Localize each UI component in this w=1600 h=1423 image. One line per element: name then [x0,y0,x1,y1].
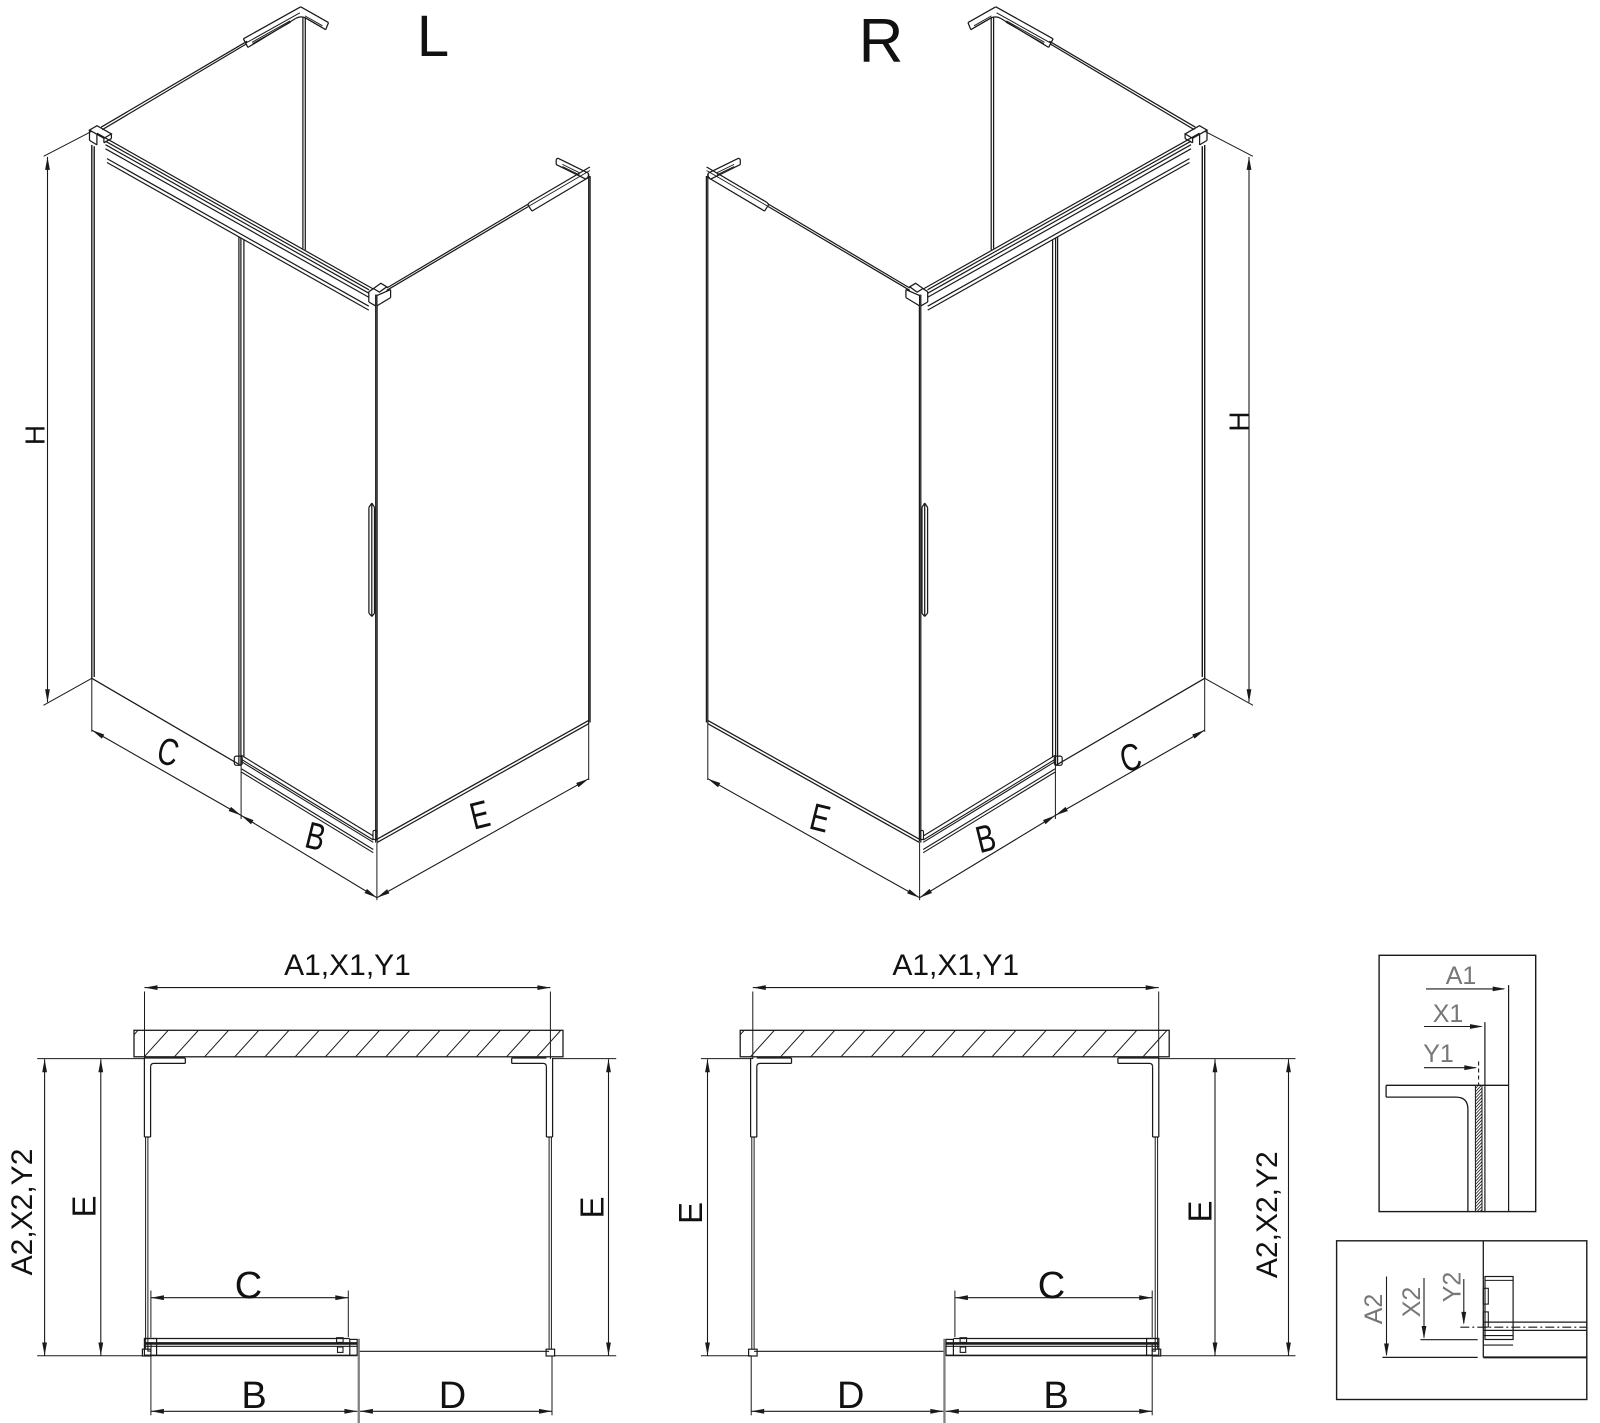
svg-text:L: L [417,4,449,69]
svg-text:C: C [235,1265,262,1307]
svg-text:E: E [574,1196,611,1218]
svg-text:Y1: Y1 [1423,1040,1454,1068]
svg-text:D: D [439,1375,466,1417]
svg-text:A2,X2,Y2: A2,X2,Y2 [1251,1151,1284,1278]
svg-text:Y2: Y2 [1439,1272,1467,1303]
svg-text:E: E [65,1195,102,1217]
svg-text:B: B [1043,1375,1068,1417]
svg-text:C: C [1038,1265,1065,1307]
svg-text:D: D [837,1375,864,1417]
svg-text:A2: A2 [1360,1294,1388,1325]
svg-text:X1: X1 [1433,1000,1464,1028]
svg-text:B: B [241,1375,266,1417]
svg-text:A1,X1,Y1: A1,X1,Y1 [284,949,411,982]
svg-text:A2,X2,Y2: A2,X2,Y2 [6,1149,39,1276]
svg-text:H: H [19,425,50,445]
svg-text:X2: X2 [1398,1287,1426,1318]
svg-text:E: E [672,1202,709,1224]
svg-text:A1: A1 [1446,962,1477,990]
svg-text:H: H [1224,411,1255,431]
svg-text:A1,X1,Y1: A1,X1,Y1 [892,949,1019,982]
svg-text:R: R [859,7,904,76]
svg-text:E: E [1182,1200,1219,1222]
